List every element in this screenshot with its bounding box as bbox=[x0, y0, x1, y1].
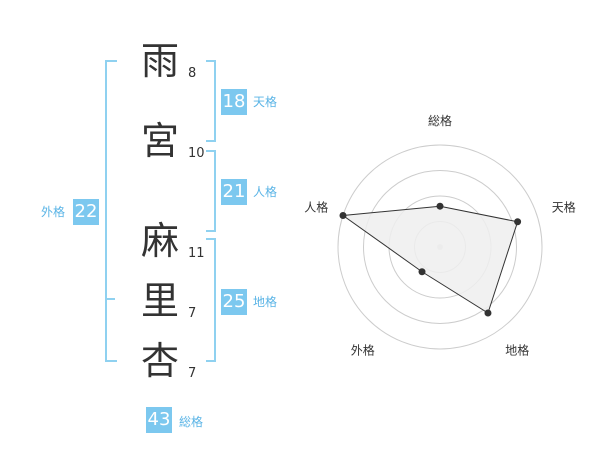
radar-point-2 bbox=[514, 218, 522, 226]
chikaku-value: 25 bbox=[221, 289, 247, 315]
soukaku-value: 43 bbox=[146, 407, 172, 433]
tenkaku-value: 18 bbox=[221, 89, 247, 115]
radar-axis-label-3: 地格 bbox=[505, 343, 529, 358]
radar-axis-label-4: 外格 bbox=[351, 343, 375, 358]
jinkaku-label: 人格 bbox=[253, 185, 278, 199]
radar-grid-ring bbox=[363, 170, 517, 324]
radar-series-polygon bbox=[341, 205, 519, 314]
stroke-count-2: 10 bbox=[188, 146, 205, 161]
radar-axis-label-2: 天格 bbox=[552, 199, 576, 214]
chikaku-label: 地格 bbox=[253, 295, 278, 309]
gaikaku-bracket bbox=[105, 60, 117, 362]
name-char-3: 麻 bbox=[140, 219, 179, 263]
name-char-5: 杏 bbox=[140, 339, 179, 383]
name-char-1: 雨 bbox=[140, 39, 179, 83]
name-char-2: 宮 bbox=[140, 119, 179, 163]
radar-grid-ring bbox=[337, 144, 543, 350]
jinkaku-value: 21 bbox=[221, 179, 247, 205]
name-char-4: 里 bbox=[140, 279, 179, 323]
radar-axis-label-1: 総格 bbox=[428, 113, 452, 128]
radar-point-3 bbox=[484, 309, 492, 317]
radar-axis-label-5: 人格 bbox=[304, 199, 328, 214]
soukaku-label: 総格 bbox=[179, 415, 204, 429]
stroke-count-4: 7 bbox=[188, 306, 197, 321]
radar-point-5 bbox=[339, 211, 347, 219]
radar-point-1 bbox=[436, 202, 444, 210]
tenkaku-bracket bbox=[206, 60, 216, 142]
stroke-count-1: 8 bbox=[188, 66, 197, 81]
stroke-count-5: 7 bbox=[188, 366, 197, 381]
tenkaku-label: 天格 bbox=[253, 95, 278, 109]
gaikaku-value: 22 bbox=[73, 199, 99, 225]
gaikaku-bracket-tick bbox=[105, 298, 115, 300]
radar-point-4 bbox=[418, 268, 426, 276]
gaikaku-label: 外格 bbox=[41, 205, 66, 219]
chikaku-bracket bbox=[206, 238, 216, 362]
stroke-count-3: 11 bbox=[188, 246, 205, 261]
jinkaku-bracket bbox=[206, 150, 216, 232]
